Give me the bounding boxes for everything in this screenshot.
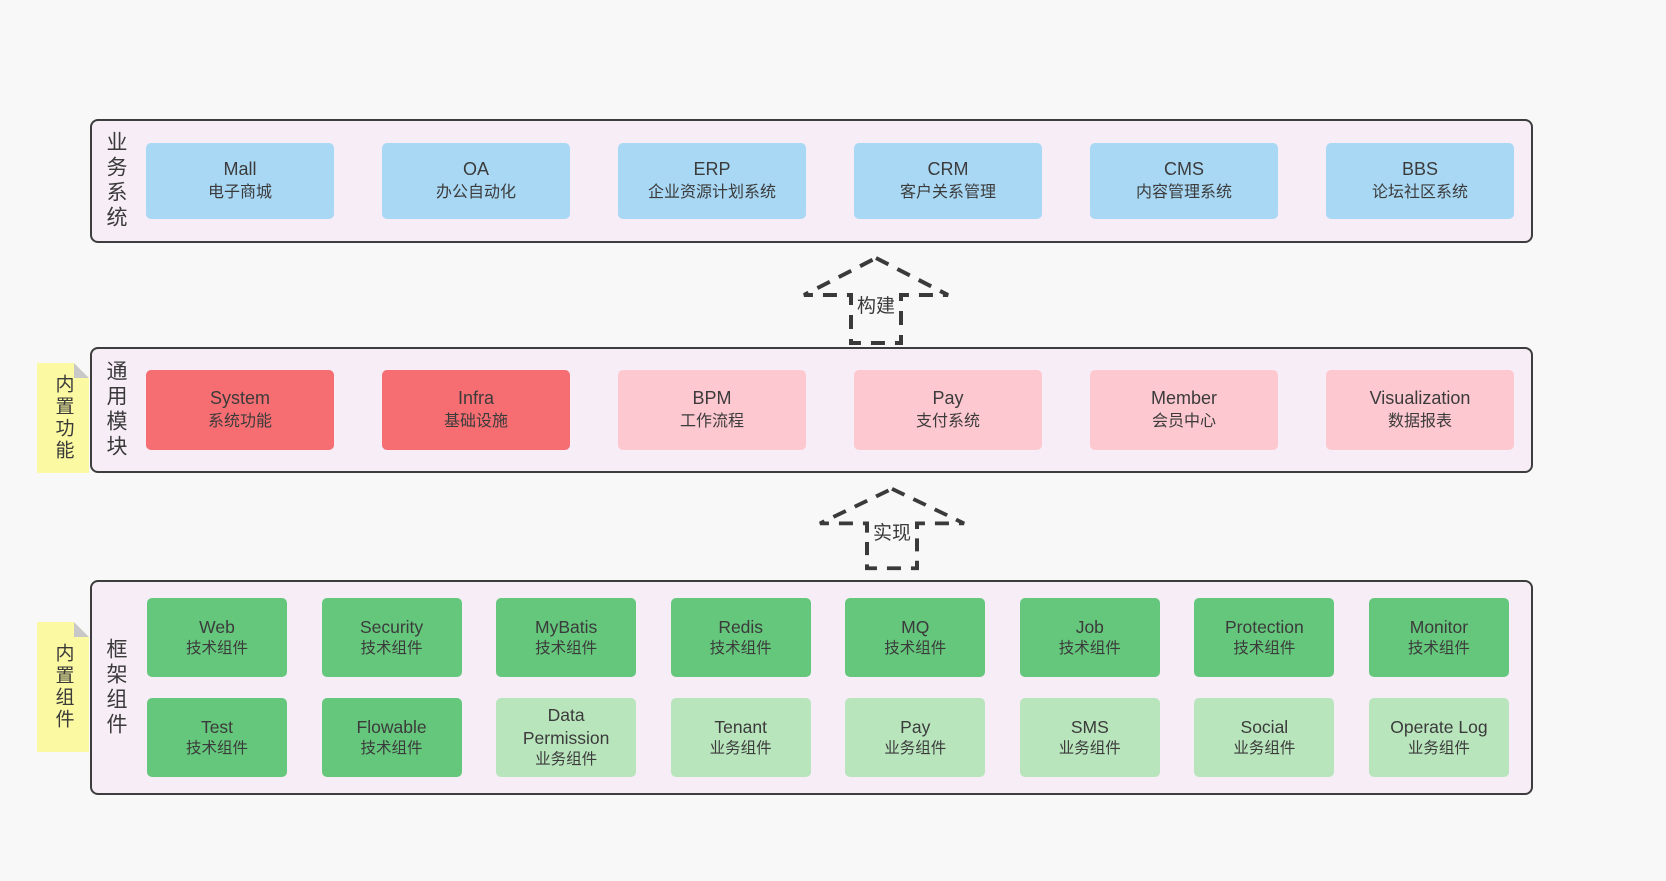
node-crm: CRM 客户关系管理 bbox=[854, 143, 1042, 219]
node-erp: ERP 企业资源计划系统 bbox=[618, 143, 806, 219]
node-web: Web 技术组件 bbox=[147, 598, 287, 677]
layer-common-modules: 通用模块 System 系统功能 Infra 基础设施 BPM 工作流程 Pay… bbox=[90, 347, 1533, 473]
node-monitor: Monitor 技术组件 bbox=[1368, 598, 1509, 677]
note-built-in-features-label: 内置功能 bbox=[52, 374, 74, 462]
note-built-in-features: 内置功能 bbox=[37, 363, 89, 473]
arrow-up-icon bbox=[803, 255, 949, 345]
node-social: Social 业务组件 bbox=[1194, 698, 1335, 777]
node-security: Security 技术组件 bbox=[321, 598, 462, 677]
node-cms: CMS 内容管理系统 bbox=[1090, 143, 1278, 219]
layer-business-content: Mall 电子商城 OA 办公自动化 ERP 企业资源计划系统 CRM 客户关系… bbox=[146, 121, 1514, 241]
arrow-build-label: 构建 bbox=[853, 291, 899, 318]
node-redis: Redis 技术组件 bbox=[670, 598, 811, 677]
node-member: Member 会员中心 bbox=[1090, 370, 1278, 450]
arrow-build: 构建 bbox=[801, 255, 951, 346]
node-mq: MQ 技术组件 bbox=[845, 598, 986, 677]
node-pay-component: Pay 业务组件 bbox=[845, 698, 986, 777]
node-mall: Mall 电子商城 bbox=[146, 143, 334, 219]
node-visualization: Visualization 数据报表 bbox=[1326, 370, 1514, 450]
arrow-implement-label: 实现 bbox=[869, 518, 915, 545]
note-built-in-components-label: 内置组件 bbox=[52, 643, 74, 731]
node-oa: OA 办公自动化 bbox=[382, 143, 570, 219]
layer-modules-label: 通用模块 bbox=[104, 360, 127, 460]
layer-components-label: 框架组件 bbox=[104, 637, 127, 738]
node-infra: Infra 基础设施 bbox=[382, 370, 570, 450]
node-flowable: Flowable 技术组件 bbox=[321, 698, 462, 777]
node-system: System 系统功能 bbox=[146, 370, 334, 450]
node-pay-system: Pay 支付系统 bbox=[854, 370, 1042, 450]
layer-modules-content: System 系统功能 Infra 基础设施 BPM 工作流程 Pay 支付系统… bbox=[146, 349, 1514, 471]
node-sms: SMS 业务组件 bbox=[1019, 698, 1160, 777]
node-bpm: BPM 工作流程 bbox=[618, 370, 806, 450]
node-bbs: BBS 论坛社区系统 bbox=[1326, 143, 1514, 219]
note-built-in-components: 内置组件 bbox=[37, 622, 89, 752]
arrow-up-icon bbox=[819, 486, 965, 571]
node-data-permission: Data Permission 业务组件 bbox=[496, 698, 637, 777]
layer-business-label: 业务系统 bbox=[104, 131, 127, 231]
node-test: Test 技术组件 bbox=[147, 698, 287, 777]
node-tenant: Tenant 业务组件 bbox=[670, 698, 811, 777]
node-job: Job 技术组件 bbox=[1019, 598, 1160, 677]
node-mybatis: MyBatis 技术组件 bbox=[496, 598, 637, 677]
layer-framework-components: 框架组件 Web 技术组件 Security 技术组件 MyBatis 技术组件… bbox=[90, 580, 1533, 795]
layer-business-systems: 业务系统 Mall 电子商城 OA 办公自动化 ERP 企业资源计划系统 CRM… bbox=[90, 119, 1533, 243]
node-operate-log: Operate Log 业务组件 bbox=[1368, 698, 1509, 777]
arrow-implement: 实现 bbox=[817, 486, 967, 571]
layer-components-content: Web 技术组件 Security 技术组件 MyBatis 技术组件 Redi… bbox=[147, 582, 1509, 793]
node-protection: Protection 技术组件 bbox=[1194, 598, 1335, 677]
